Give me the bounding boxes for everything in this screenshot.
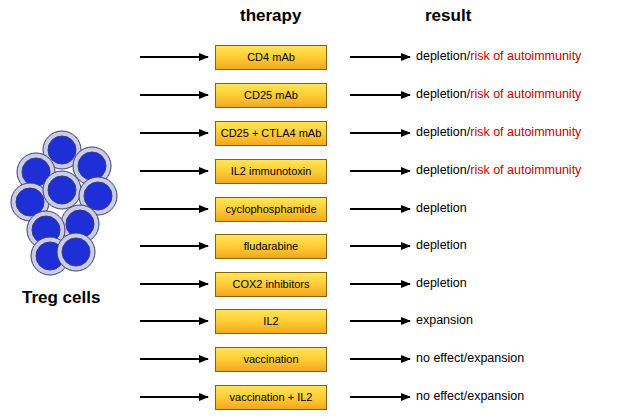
therapy-box: IL2 xyxy=(215,309,327,334)
therapy-name: cyclophosphamide xyxy=(225,203,316,215)
risk-note: risk of autoimmunity xyxy=(470,163,581,177)
therapy-box: IL2 immunotoxin xyxy=(215,159,327,184)
result-text: depletion/ xyxy=(416,87,470,101)
therapy-box: CD25 mAb xyxy=(215,83,327,108)
result-row: depletion xyxy=(416,276,467,290)
result-text: expansion xyxy=(416,313,473,327)
risk-note: risk of autoimmunity xyxy=(470,87,581,101)
result-text: depletion xyxy=(416,238,467,252)
therapy-box: vaccination + IL2 xyxy=(215,385,327,410)
arrows xyxy=(140,57,410,397)
result-text: depletion xyxy=(416,276,467,290)
therapy-name: IL2 xyxy=(263,315,278,327)
therapy-name: CD4 mAb xyxy=(247,51,295,63)
risk-note: risk of autoimmunity xyxy=(470,125,581,139)
therapy-name: CD25 + CTLA4 mAb xyxy=(221,127,322,139)
result-row: depletion/risk of autoimmunity xyxy=(416,87,581,101)
therapy-box: vaccination xyxy=(215,347,327,372)
therapy-box: cyclophosphamide xyxy=(215,197,327,222)
therapy-name: CD25 mAb xyxy=(244,89,298,101)
therapy-box: CD25 + CTLA4 mAb xyxy=(215,121,327,146)
result-row: no effect/expansion xyxy=(416,351,524,365)
result-text: no effect/expansion xyxy=(416,351,524,365)
therapy-name: fludarabine xyxy=(244,240,298,252)
result-row: depletion xyxy=(416,238,467,252)
result-row: depletion/risk of autoimmunity xyxy=(416,125,581,139)
therapy-box: CD4 mAb xyxy=(215,45,327,70)
result-row: depletion xyxy=(416,201,467,215)
therapy-name: IL2 immunotoxin xyxy=(231,165,312,177)
cell-label: Treg cells xyxy=(22,288,100,308)
result-row: depletion/risk of autoimmunity xyxy=(416,163,581,177)
column-heading: result xyxy=(425,6,471,26)
result-row: depletion/risk of autoimmunity xyxy=(416,49,581,63)
therapy-box: fludarabine xyxy=(215,234,327,259)
therapy-name: vaccination xyxy=(243,353,298,365)
cell-cluster xyxy=(11,131,117,275)
column-heading: therapy xyxy=(240,6,301,26)
therapy-name: COX2 inhibitors xyxy=(232,278,309,290)
therapy-box: COX2 inhibitors xyxy=(215,272,327,297)
result-text: depletion/ xyxy=(416,49,470,63)
result-text: no effect/expansion xyxy=(416,389,524,403)
result-text: depletion/ xyxy=(416,125,470,139)
result-row: no effect/expansion xyxy=(416,389,524,403)
therapy-name: vaccination + IL2 xyxy=(230,391,313,403)
result-text: depletion xyxy=(416,201,467,215)
result-row: expansion xyxy=(416,313,473,327)
risk-note: risk of autoimmunity xyxy=(470,49,581,63)
result-text: depletion/ xyxy=(416,163,470,177)
